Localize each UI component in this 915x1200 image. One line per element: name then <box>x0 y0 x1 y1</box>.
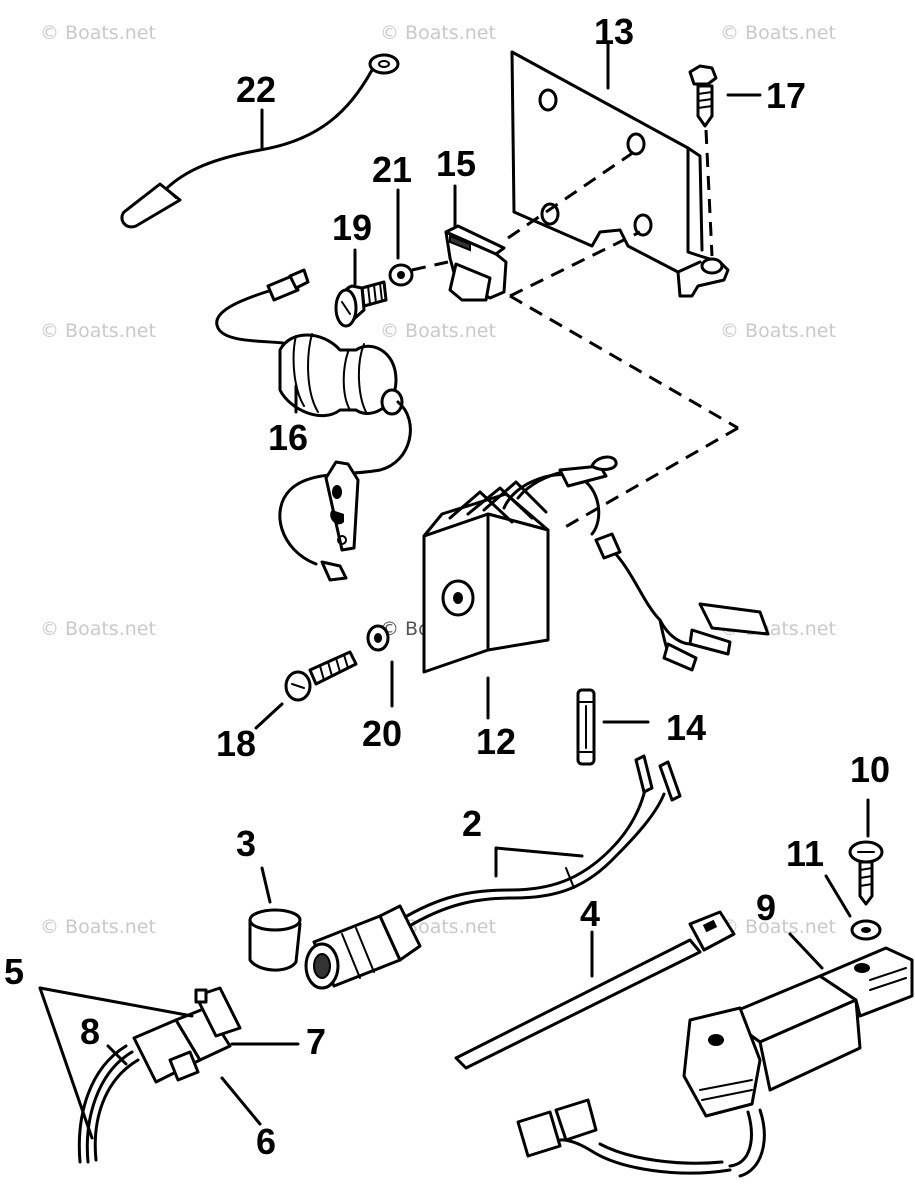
watermark: © Boats.net <box>720 22 836 44</box>
screw-19 <box>334 248 388 328</box>
module-9 <box>516 932 914 1178</box>
callout-4: 4 <box>580 893 601 934</box>
washer-11 <box>824 874 882 941</box>
callout-10: 10 <box>850 749 891 790</box>
callout-19: 19 <box>332 207 373 248</box>
callout-7: 7 <box>306 1021 327 1062</box>
callout-11: 11 <box>786 833 825 874</box>
callout-14: 14 <box>666 707 707 748</box>
callout-15: 15 <box>436 143 477 184</box>
fuse-14 <box>576 688 650 766</box>
callout-21: 21 <box>372 149 413 190</box>
watermark: © Boats.net <box>40 618 156 640</box>
mounting-plate-13 <box>510 42 730 298</box>
cable-tie-4 <box>454 910 736 1070</box>
watermark: © Boats.net <box>380 320 496 342</box>
callout-17: 17 <box>766 75 807 116</box>
washer-21 <box>388 188 414 287</box>
clip-15 <box>444 184 508 302</box>
ground-lead-22 <box>120 53 400 229</box>
rectifier-12 <box>422 455 770 720</box>
bolt-17 <box>688 64 762 257</box>
harness-2 <box>398 754 682 930</box>
boot-3 <box>248 866 302 972</box>
callout-5: 5 <box>4 951 25 992</box>
watermark: © Boats.net <box>720 916 836 938</box>
callout-18: 18 <box>216 723 257 764</box>
callout-20: 20 <box>362 713 403 754</box>
screw-10 <box>848 798 884 906</box>
callout-13: 13 <box>594 11 635 52</box>
callout-16: 16 <box>268 417 309 458</box>
watermark: © Boats.net <box>720 320 836 342</box>
condenser-16 <box>215 268 412 582</box>
connector <box>304 904 422 990</box>
watermark: © Boats.net <box>380 22 496 44</box>
callout-2: 2 <box>462 803 483 844</box>
callout-22: 22 <box>236 69 277 110</box>
screw-18 <box>254 650 358 730</box>
watermark: © Boats.net <box>40 22 156 44</box>
callout-3: 3 <box>236 823 257 864</box>
watermark: © Boats.net <box>40 320 156 342</box>
washer-20 <box>366 624 394 708</box>
harness-connector <box>38 986 300 1164</box>
callout-9: 9 <box>756 887 777 928</box>
callout-12: 12 <box>476 721 517 762</box>
callout-6: 6 <box>256 1121 277 1162</box>
callout-8: 8 <box>80 1011 101 1052</box>
watermark: © Boats.net <box>40 916 156 938</box>
